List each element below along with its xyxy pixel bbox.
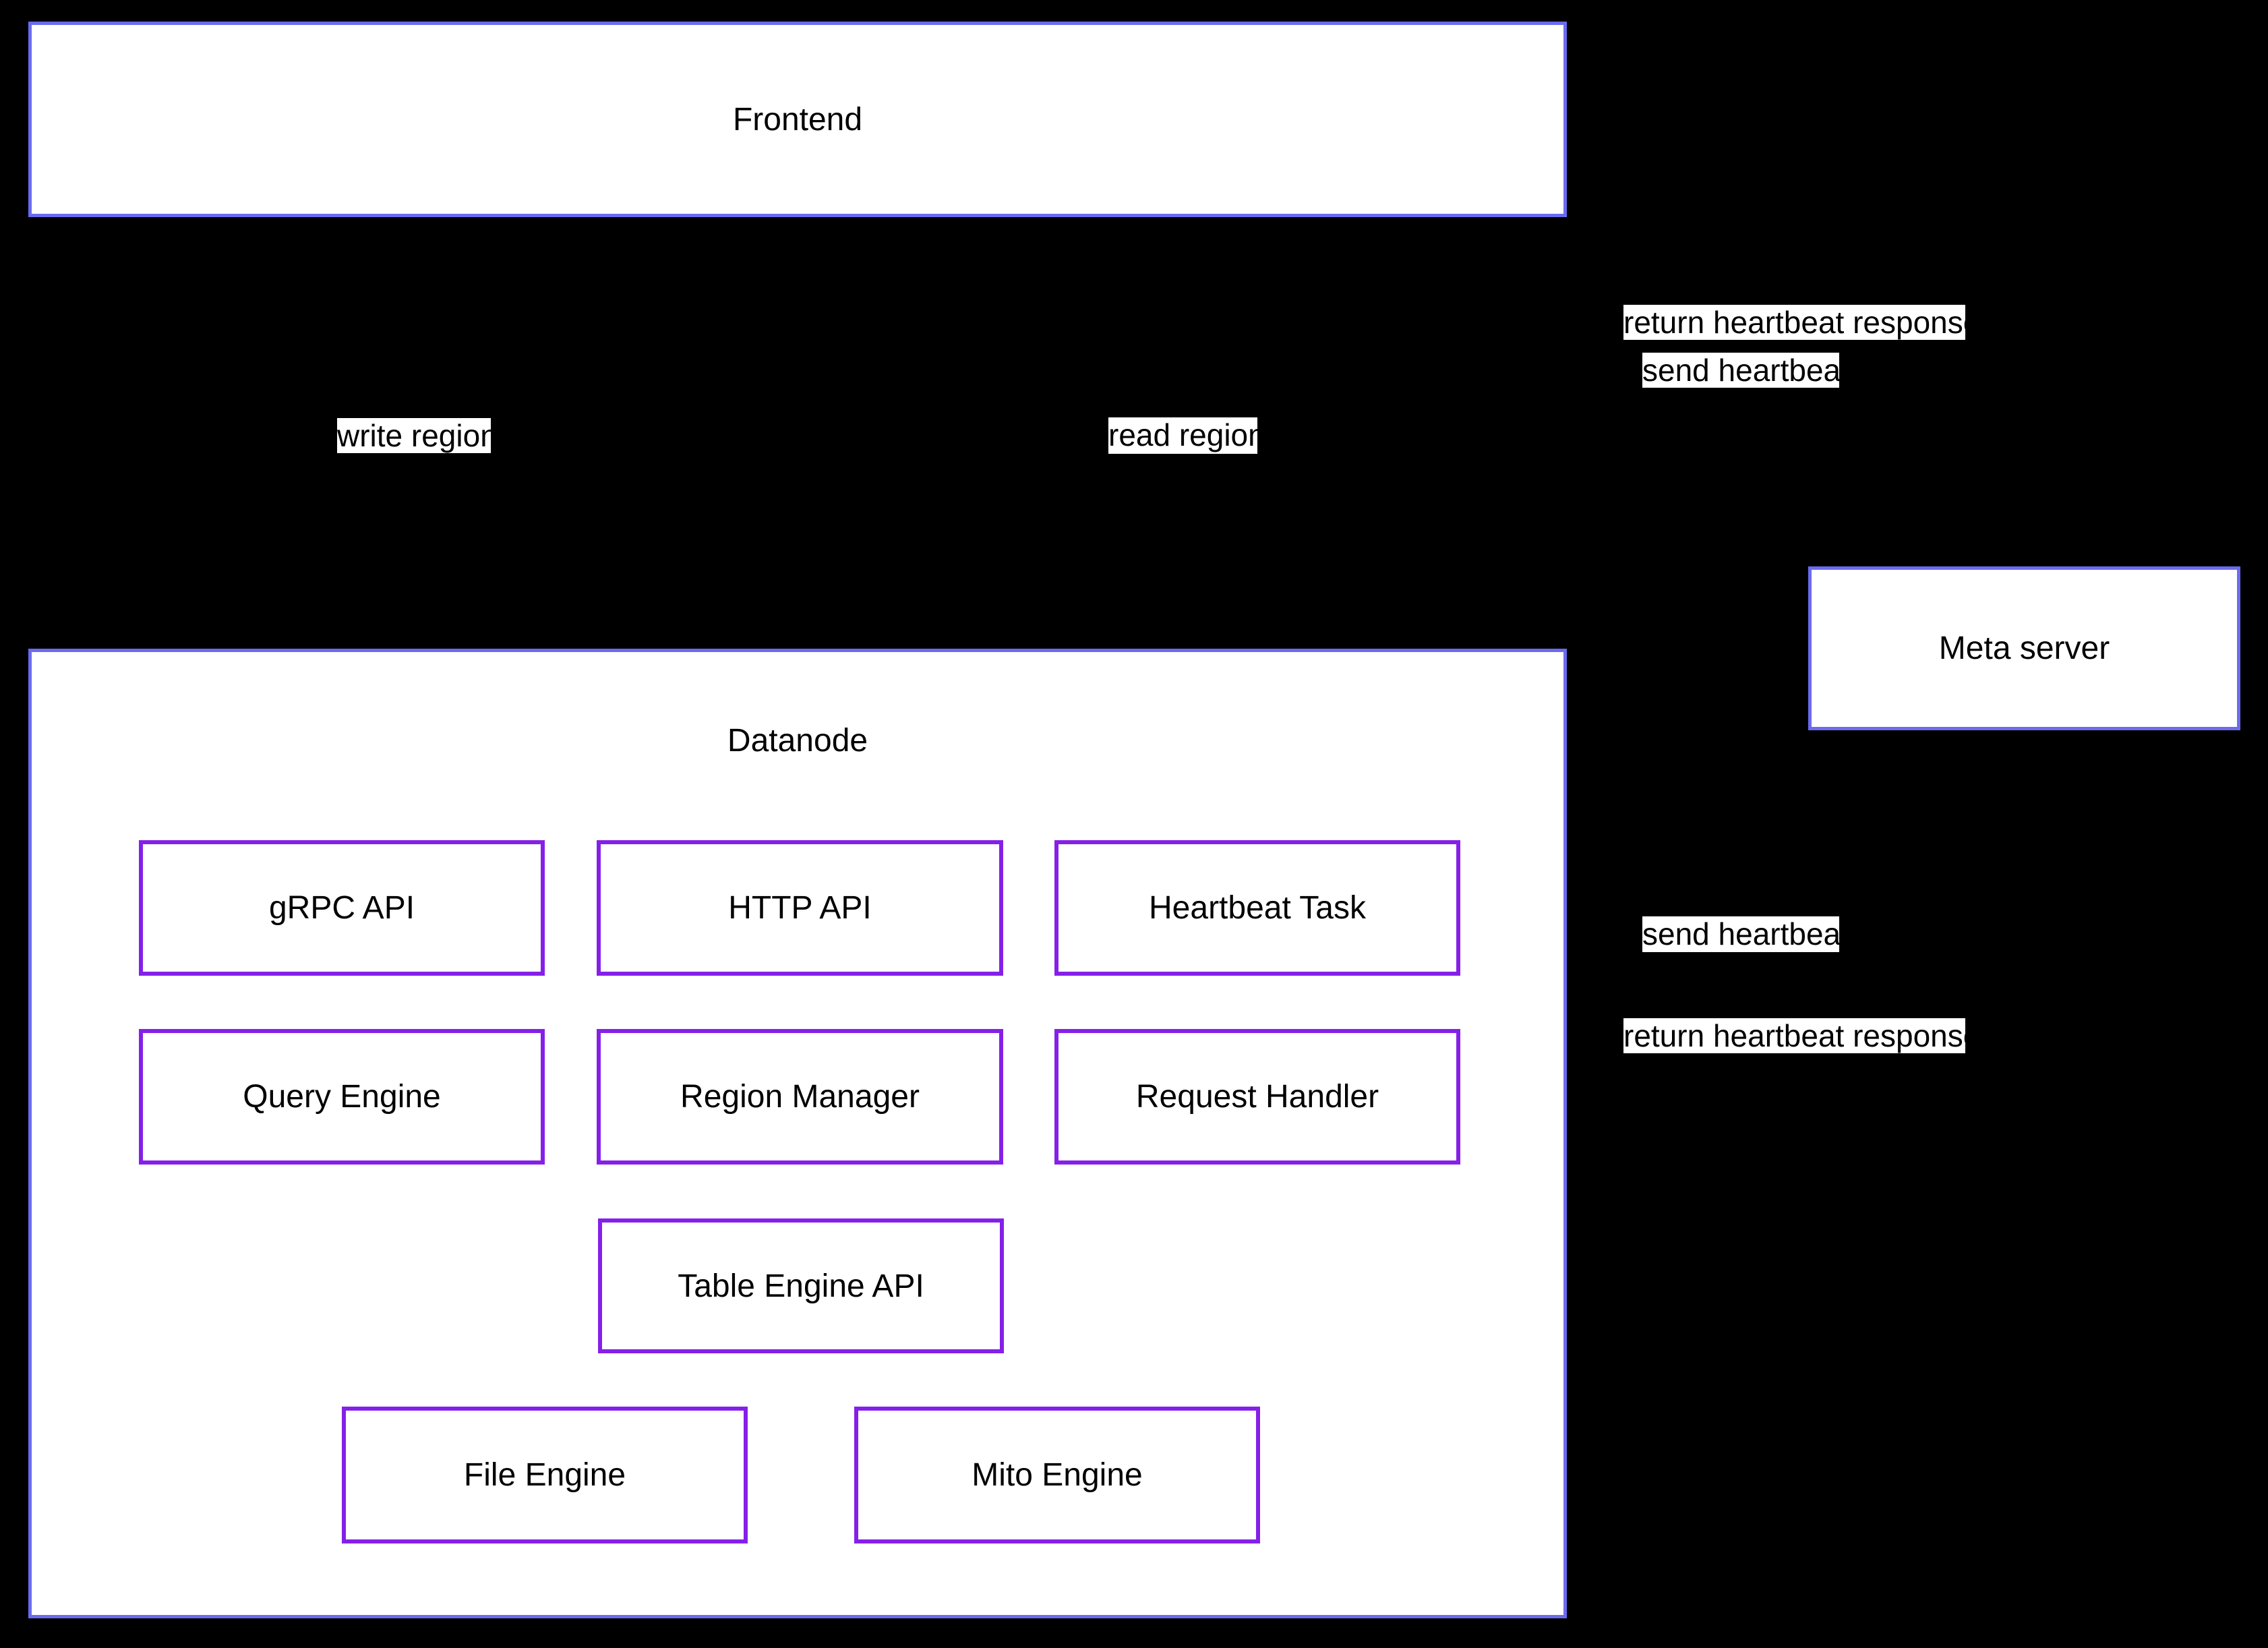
edge-label-read-region: read region [1108,417,1265,454]
component-grpc-api: gRPC API [139,840,545,976]
edge-label-send-heartbeat-top: send heartbeat [1642,353,1849,388]
edge-label-return-heartbeat-response-mid: return heartbeat response [1623,1018,1981,1053]
meta-server-label: Meta server [1938,630,2110,666]
frontend-label: Frontend [732,101,863,138]
datanode-label: Datanode [727,723,868,759]
meta-server-node: Meta server [1808,566,2240,730]
frontend-node: Frontend [28,22,1567,217]
component-heartbeat-task: Heartbeat Task [1054,840,1460,976]
component-request-handler: Request Handler [1054,1029,1460,1165]
datanode-node: Datanode gRPC API HTTP API Heartbeat Tas… [28,649,1567,1618]
component-query-engine: Query Engine [139,1029,545,1165]
component-http-api: HTTP API [597,840,1003,976]
edge-label-return-heartbeat-response-top: return heartbeat response [1623,305,1981,340]
edge-label-send-heartbeat-mid: send heartbeat [1642,916,1849,952]
component-file-engine: File Engine [342,1407,748,1543]
component-region-manager: Region Manager [597,1029,1003,1165]
edge-label-write-region: write region [337,418,498,453]
component-mito-engine: Mito Engine [854,1407,1260,1543]
component-table-engine-api: Table Engine API [598,1218,1004,1353]
